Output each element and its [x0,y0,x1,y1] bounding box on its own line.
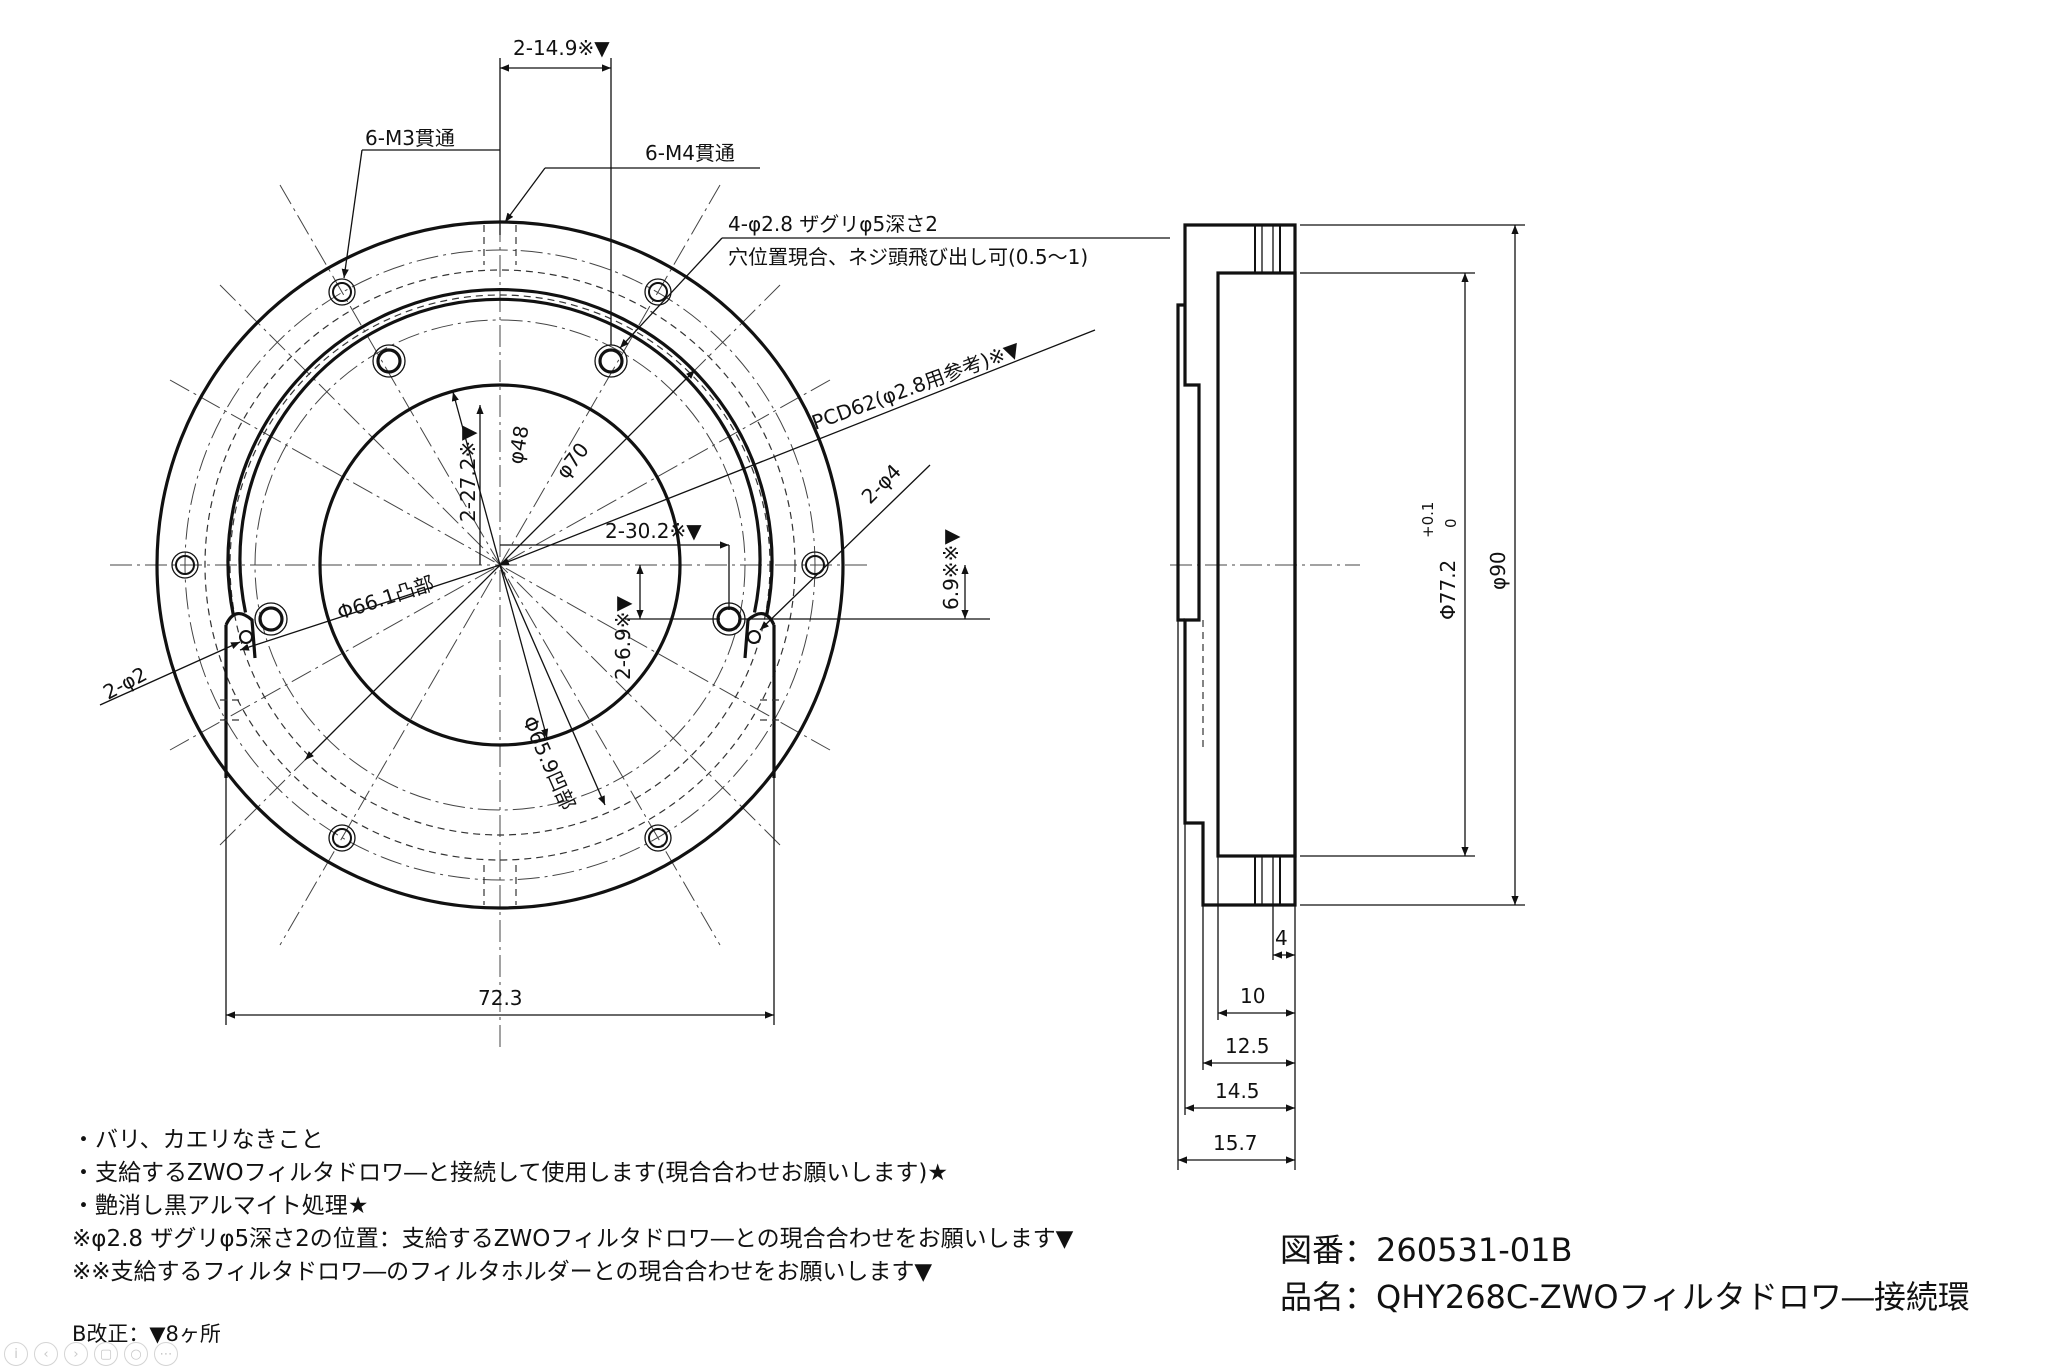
back-icon[interactable]: ‹ [34,1342,58,1366]
dim-2-30-2: 2-30.2※▼ [605,519,702,543]
flange-outer-arc [226,288,774,616]
dim-phi77-2: Φ77.2 [1436,560,1460,620]
note-3: ・艶消し黒アルマイト処理★ [72,1193,369,1219]
slot-left-notch [224,612,257,659]
label-counterbore-1: 4-φ2.8 ザグリφ5深さ2 [728,212,938,236]
slot-right-notch [743,612,776,659]
m3-holes [171,278,829,852]
dim-phi70: φ70 [551,438,594,483]
note-1: ・バリ、カエリなきこと [72,1127,324,1153]
pin-phi4-right [747,630,761,644]
viewer-toolbar: i ‹ › ▢ ○ ⋯ [4,1342,178,1366]
dim-2-27-2: 2-27.2※▼ [456,425,480,522]
dim-12-5: 12.5 [1225,1034,1270,1058]
dim-top-hole-spacing: 2-14.9※▼ [513,36,610,60]
pin-phi2-left [239,630,253,644]
drawing-number-line: 図番：260531-01B [1280,1231,1573,1269]
label-6-m3: 6-M3貫通 [365,126,455,150]
dim-phi66-1: Φ66.1凸部 [334,571,437,625]
note-4: ※φ2.8 ザグリφ5深さ2の位置：支給するZWOフィルタドロワ―との現合合わせ… [72,1226,1074,1252]
front-view: 2-14.9※▼ 6-M3貫通 6-M4貫通 4-φ2.8 ザグリφ5深さ2 穴… [99,36,1170,1050]
dim-2-6-9: 2-6.9※▼ [611,595,635,680]
dim-2-phi2: 2-φ2 [99,662,151,705]
dim-14-5: 14.5 [1215,1079,1260,1103]
dim-tol-plus: +0.1 [1419,502,1437,538]
more-icon[interactable]: ⋯ [154,1342,178,1366]
counterbore-holes [254,344,746,636]
next-icon[interactable]: › [64,1342,88,1366]
copy-icon[interactable]: ▢ [94,1342,118,1366]
dim-2-phi4: 2-φ4 [857,459,906,508]
flange-inner-arc [238,297,762,613]
label-pcd62: PCD62(φ2.8用参考)※▼ [809,337,1024,435]
dim-phi90: φ90 [1486,551,1510,590]
info-icon[interactable]: i [4,1342,28,1366]
part-name: QHY268C-ZWOフィルタドロワ―接続環 [1376,1278,1970,1316]
side-protrusion [1176,303,1185,622]
dim-10: 10 [1240,984,1265,1008]
dim-4: 4 [1275,926,1288,950]
dim-phi48: φ48 [503,424,533,466]
side-view: Φ77.2 +0.1 0 φ90 4 10 12.5 14.5 15.7 [1170,223,1525,1170]
revision-note: B改正：▼8ヶ所 [72,1322,221,1346]
dim-6-9-right: 6.9※※▼ [939,529,963,610]
label-counterbore-2: 穴位置現合、ネジ頭飛び出し可(0.5～1) [728,245,1088,269]
drawing-number: 260531-01B [1376,1231,1573,1269]
label-6-m4: 6-M4貫通 [645,141,735,165]
part-name-label: 品名 [1280,1278,1345,1316]
dim-72-3: 72.3 [478,986,523,1010]
note-5: ※※支給するフィルタドロワ―のフィルタホルダーとの現合合わせをお願いします▼ [72,1259,933,1285]
dim-15-7: 15.7 [1213,1131,1258,1155]
note-2: ・支給するZWOフィルタドロワ―と接続して使用します(現合合わせお願いします)★ [72,1160,949,1186]
pcd62-circle [254,319,746,811]
search-icon[interactable]: ○ [124,1342,148,1366]
drawing-number-label: 図番 [1280,1231,1345,1269]
dim-tol-zero: 0 [1442,518,1460,528]
part-name-line: 品名：QHY268C-ZWOフィルタドロワ―接続環 [1280,1278,1970,1316]
m3-bolt-circle [184,249,816,881]
